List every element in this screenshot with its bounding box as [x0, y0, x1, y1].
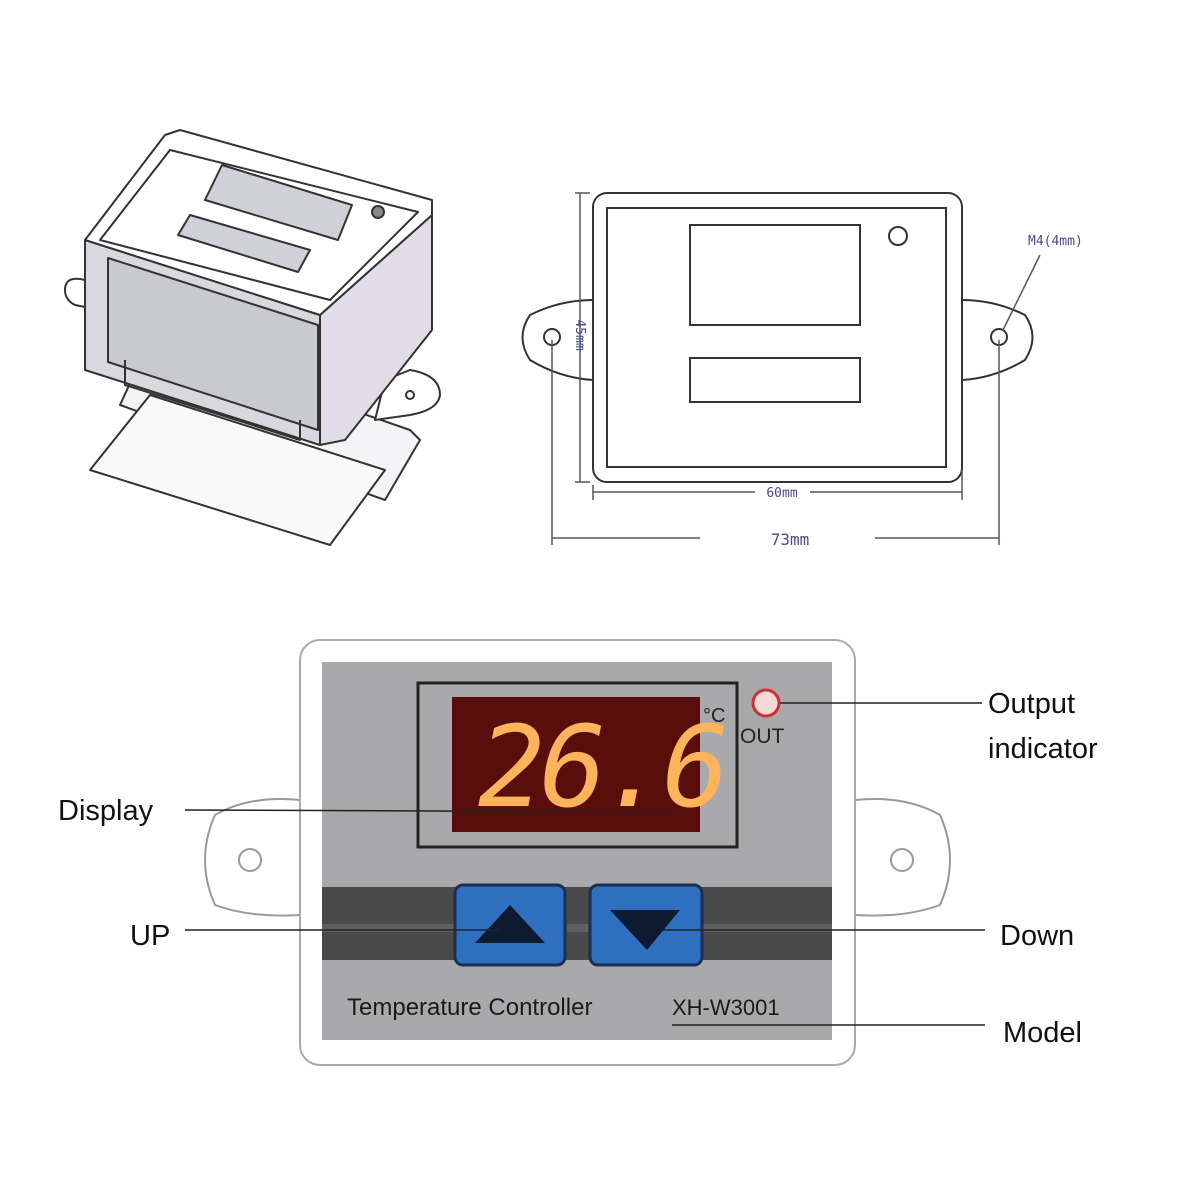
- right-ear: [961, 299, 1034, 381]
- led-label: OUT: [740, 725, 785, 748]
- unit-label: °C: [703, 705, 725, 727]
- iso-terminal: [124, 360, 301, 441]
- lower-window: [689, 357, 861, 403]
- button-strip: [322, 887, 832, 960]
- pcb-plate: [89, 394, 386, 546]
- model-number: XH-W3001: [672, 995, 780, 1020]
- triangle-up-icon: [475, 905, 545, 943]
- display-frame: [416, 681, 739, 849]
- callout-up: UP: [130, 920, 170, 952]
- callout-output-indicator-line1: Output: [988, 688, 1075, 720]
- isometric-view: [64, 129, 441, 546]
- product-name: Temperature Controller: [347, 994, 592, 1021]
- triangle-down-icon: [610, 910, 680, 950]
- inner-face: [606, 207, 947, 468]
- display-screen: [452, 697, 700, 832]
- callout-model: Model: [1003, 1017, 1082, 1049]
- callout-down: Down: [1000, 920, 1074, 952]
- inner-width-dimension: 60mm: [766, 486, 797, 501]
- output-led: [751, 688, 781, 718]
- up-button[interactable]: [453, 883, 567, 967]
- dimension-lines: [551, 192, 1041, 545]
- strip-band: [322, 924, 832, 932]
- iso-led: [371, 205, 385, 219]
- callout-output-indicator-line2: indicator: [988, 733, 1098, 765]
- mount-hole-right: [890, 848, 914, 872]
- display-window: [689, 224, 861, 326]
- outer-body: [592, 192, 963, 483]
- height-dimension: 45mm: [572, 319, 587, 350]
- down-button[interactable]: [588, 883, 704, 967]
- iso-lower-window: [177, 214, 311, 273]
- total-width-dimension: 73mm: [771, 530, 810, 549]
- hole-dimension: M4(4mm): [1028, 234, 1083, 249]
- front-recess: [107, 257, 319, 431]
- left-ear: [521, 299, 594, 381]
- callout-display: Display: [58, 795, 154, 827]
- mount-hole-left: [238, 848, 262, 872]
- front-view: [521, 192, 1034, 483]
- leader-lines: [184, 702, 985, 1026]
- top-inner: [99, 149, 419, 301]
- ear-hole: [405, 390, 415, 400]
- led-hole: [888, 226, 908, 246]
- temperature-reading: 26.6: [478, 703, 724, 833]
- iso-display-window: [204, 164, 353, 241]
